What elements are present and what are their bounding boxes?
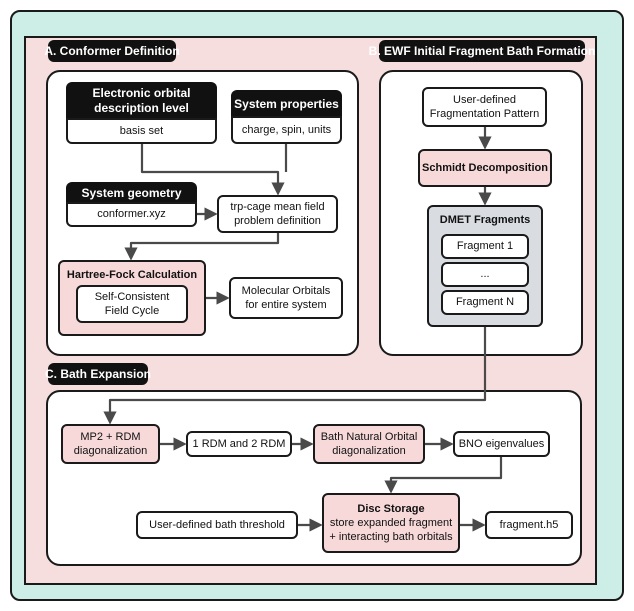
fragmentation-pattern-box: User-defined Fragmentation Pattern <box>422 87 547 127</box>
scf-cycle-box: Self-Consistent Field Cycle <box>76 285 188 323</box>
dmet-fragments-title: DMET Fragments <box>439 214 531 226</box>
molecular-orbitals-box: Molecular Orbitals for entire system <box>229 277 343 319</box>
system-properties-header: System properties <box>231 90 342 118</box>
arrow-basis-to-mean-field <box>140 144 285 196</box>
conformer-xyz-box: conformer.xyz <box>66 202 197 227</box>
system-properties-box: charge, spin, units <box>231 116 342 144</box>
hartree-fock-title: Hartree-Fock Calculation <box>66 269 198 281</box>
fragment-item: Fragment 1 <box>441 234 529 259</box>
section-b-title: B. EWF Initial Fragment Bath Formation <box>369 40 595 62</box>
system-geometry-header: System geometry <box>66 182 197 204</box>
bno-diagonalization-box: Bath Natural Orbital diagonalization <box>313 424 425 464</box>
section-c-title: C. Bath Expansion <box>45 363 151 385</box>
rdm-box: 1 RDM and 2 RDM <box>186 431 292 457</box>
disc-storage-body: store expanded fragment + interacting ba… <box>329 516 453 544</box>
bath-threshold-box: User-defined bath threshold <box>136 511 298 539</box>
bno-eigenvalues-box: BNO eigenvalues <box>453 431 550 457</box>
mp2-rdm-box: MP2 + RDM diagonalization <box>61 424 160 464</box>
fragment-item: ... <box>441 262 529 287</box>
orbital-level-header: Electronic orbital description level <box>66 82 217 120</box>
section-a-title: A. Conformer Definition <box>44 40 180 62</box>
fragment-item: Fragment N <box>441 290 529 315</box>
disc-storage-box: Disc Storage store expanded fragment + i… <box>322 493 460 553</box>
arrow-eig-to-disc <box>384 457 503 494</box>
mean-field-box: trp-cage mean field problem definition <box>217 195 338 233</box>
fragment-h5-box: fragment.h5 <box>485 511 573 539</box>
schmidt-decomposition-box: Schmidt Decomposition <box>418 149 552 187</box>
arrow-mean-field-to-hf <box>124 233 280 261</box>
basis-set-box: basis set <box>66 118 217 144</box>
disc-storage-title: Disc Storage <box>357 502 425 515</box>
arrow-dmet-to-mp2 <box>103 327 487 425</box>
